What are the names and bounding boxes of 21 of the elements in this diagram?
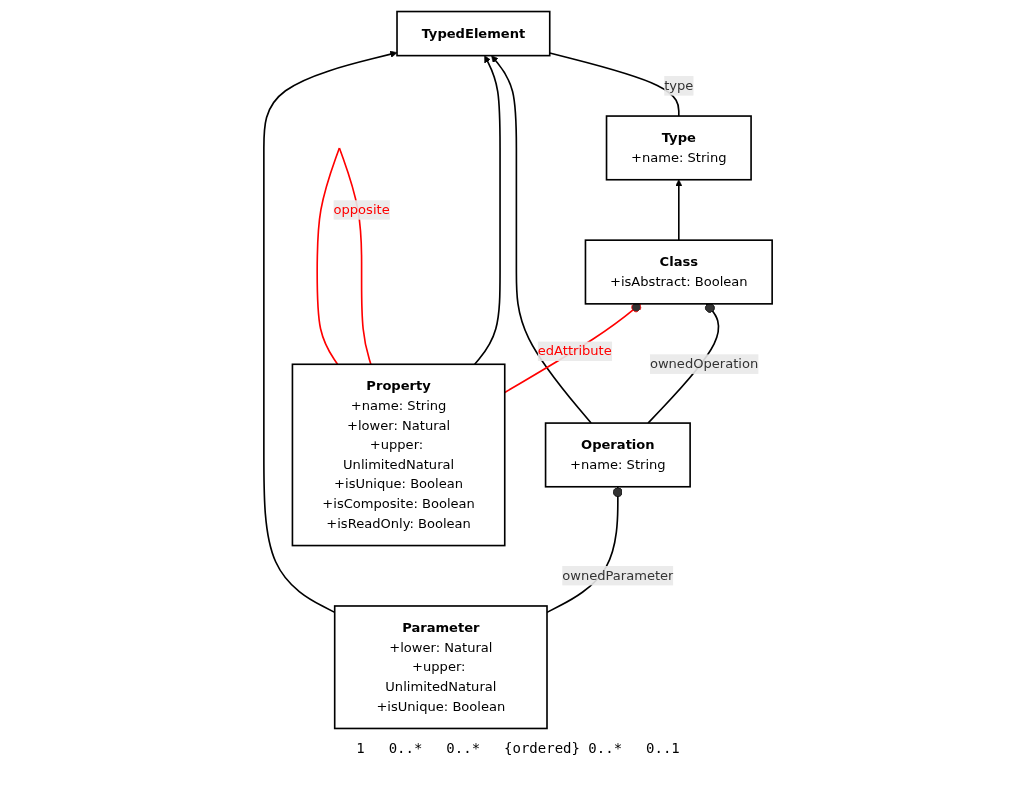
node-box: TypedElement (396, 10, 551, 57)
edge-label: edAttribute (537, 343, 612, 359)
edge-label: ownedParameter (562, 567, 674, 584)
edge-label: type (664, 77, 694, 94)
edge-label: opposite (333, 201, 390, 218)
multiplicity-label: 0..1 (646, 740, 680, 756)
arrow (491, 55, 592, 424)
multiplicity-label: {ordered} 0..* (504, 740, 623, 756)
node-box: Parameter +lower: Natural +upper: UnlimitedNatural +isUnique: Boolean (333, 605, 548, 730)
node-box: Operation +name: String (544, 422, 691, 488)
arrow (675, 179, 683, 241)
node-box: Class +isAbstract: Boolean (584, 239, 773, 305)
multiplicity-label: 0..* (388, 740, 423, 756)
arrow (473, 55, 501, 366)
connector (548, 52, 680, 117)
node-box: Type +name: String (605, 115, 752, 181)
arrow (263, 50, 398, 614)
multiplicity-label: 1 (356, 740, 365, 756)
node-box: Property +name: String +lower: Natural +upper: UnlimitedNatural +isUnique: Boolean +isComposite: Boolean +isReadOnly: Boolean (291, 363, 506, 547)
multiplicity-label: 0..* (446, 740, 481, 756)
edge-label: ownedOperation (649, 355, 759, 372)
